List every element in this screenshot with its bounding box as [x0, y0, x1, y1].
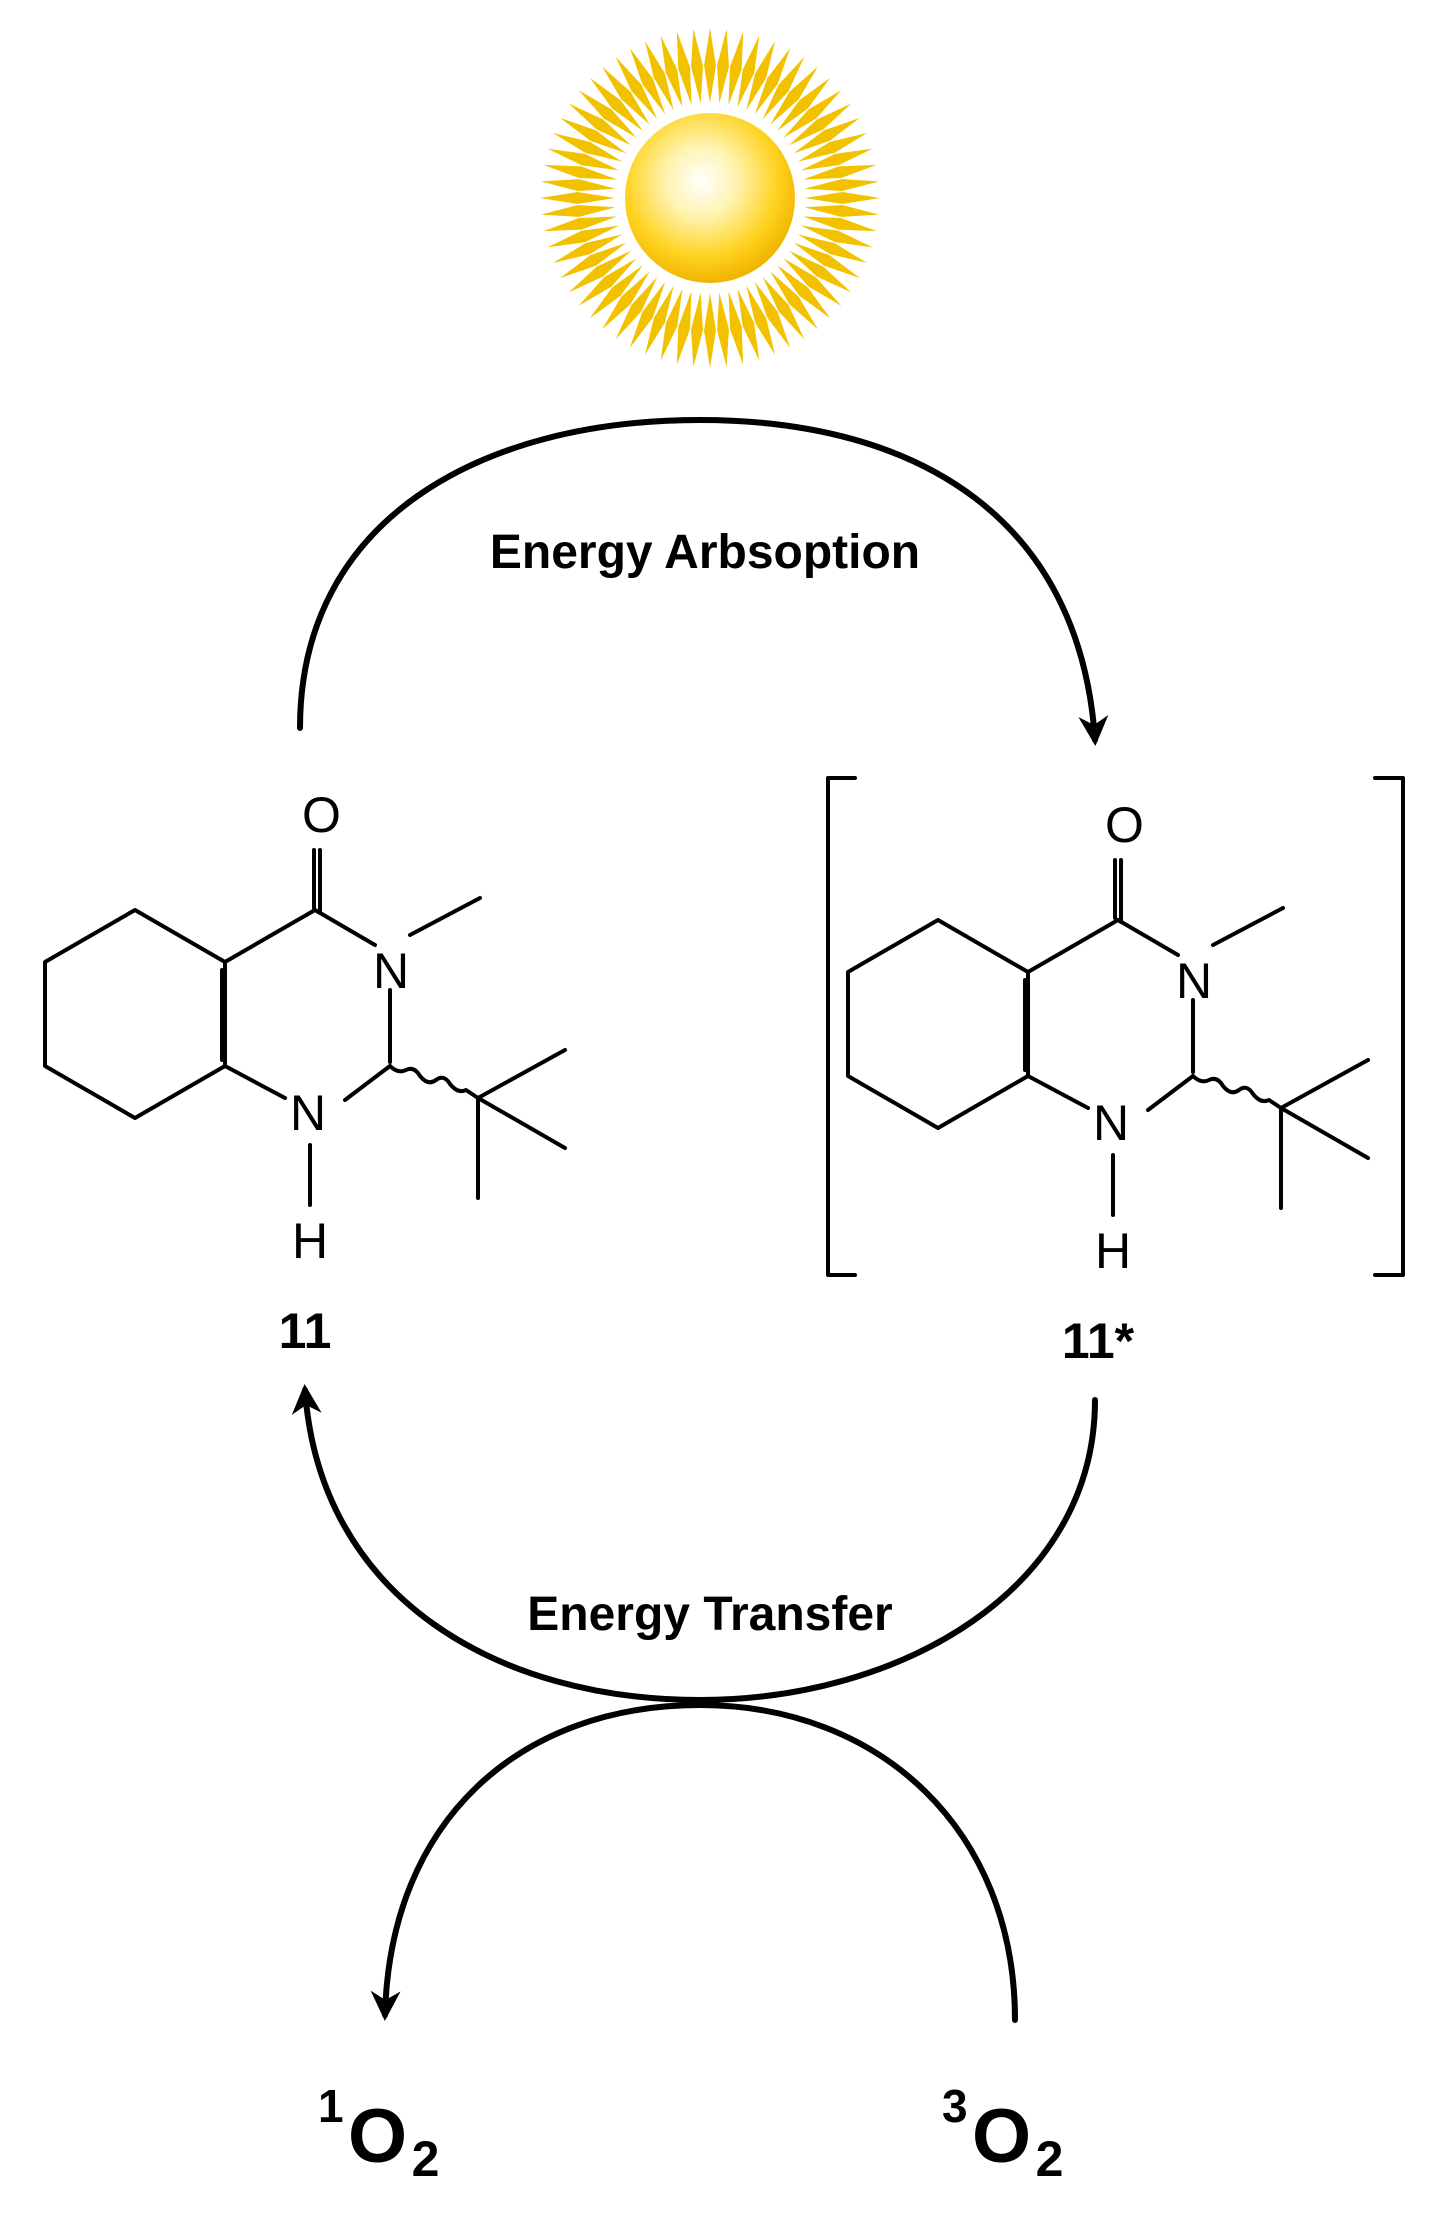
- sun-ray: [797, 234, 868, 264]
- nitrogen-atom: N: [1176, 953, 1212, 1009]
- sun-ray: [788, 103, 852, 146]
- sun-ray: [803, 164, 877, 180]
- sun-ray: [602, 271, 650, 330]
- compound-11-label: 11: [279, 1303, 332, 1359]
- sun-ray: [540, 205, 616, 217]
- energy-absorption-label: Energy Arbsoption: [490, 526, 920, 579]
- sun-ray: [770, 66, 818, 125]
- oxygen-conversion-arrow: [370, 1701, 1018, 2023]
- hydrogen-atom: H: [292, 1213, 328, 1269]
- nitrogen-atom: N: [373, 943, 409, 999]
- sun-ray: [644, 285, 674, 356]
- sun-ray: [804, 205, 880, 217]
- sun-ray: [543, 216, 617, 232]
- sun-ray: [762, 56, 805, 120]
- triplet-oxygen-element: O: [972, 2094, 1031, 2179]
- sun-ray: [547, 148, 620, 171]
- sun-ray: [800, 148, 873, 171]
- sun-ray: [578, 90, 637, 138]
- singlet-oxygen-element: O: [348, 2094, 407, 2179]
- energy-transfer-label: Energy Transfer: [527, 1588, 892, 1641]
- compound-11-excited-label: 11*: [1062, 1313, 1135, 1369]
- sun-ray: [589, 265, 643, 319]
- sun-ray: [788, 250, 852, 293]
- sun-icon: [540, 28, 880, 368]
- sun-ray: [737, 288, 760, 361]
- sun-ray: [746, 40, 776, 111]
- sun-ray: [568, 103, 632, 146]
- compound-11-structure: O N N H: [43, 787, 567, 1269]
- sun-ray: [568, 250, 632, 293]
- sun-ray: [783, 258, 842, 306]
- sun-ray: [800, 225, 873, 248]
- sun-ray: [676, 31, 692, 105]
- sun-ray: [660, 35, 683, 108]
- energy-transfer-arrow: [291, 1384, 1098, 1704]
- sun-ray: [629, 281, 666, 348]
- sun-ray: [797, 132, 868, 162]
- sun-ray: [762, 276, 805, 340]
- sun-ray: [754, 48, 791, 115]
- sun-ray: [629, 48, 666, 115]
- sun-ray: [803, 216, 877, 232]
- sun-ray: [676, 291, 692, 365]
- sun-ray: [777, 77, 831, 131]
- sun-ray: [717, 292, 729, 368]
- oxygen-atom: O: [1105, 797, 1144, 853]
- triplet-oxygen-subscript: 2: [1036, 2131, 1064, 2187]
- sun-ray: [704, 28, 716, 103]
- sun-ray: [691, 292, 703, 368]
- sun-ray: [691, 28, 703, 104]
- sun-ray: [746, 285, 776, 356]
- sun-ray: [777, 265, 831, 319]
- sun-ray: [589, 77, 643, 131]
- sun-ray: [615, 276, 658, 340]
- hydrogen-atom: H: [1095, 1223, 1131, 1279]
- sun-ray: [770, 271, 818, 330]
- sun-ray: [704, 293, 716, 368]
- left-bracket: [826, 776, 857, 1277]
- sun-ray: [805, 192, 880, 204]
- sun-ray: [717, 28, 729, 104]
- sun-ray: [560, 242, 627, 279]
- right-bracket: [1373, 776, 1405, 1277]
- sun-ray: [560, 117, 627, 154]
- sun-ray: [737, 35, 760, 108]
- sun-rays: [540, 28, 880, 368]
- sun-ray: [552, 132, 623, 162]
- singlet-oxygen-superscript: 1: [318, 2080, 344, 2132]
- triplet-oxygen-label: 3 O 2: [942, 2080, 1063, 2187]
- energy-absorption-arrow: [297, 416, 1109, 746]
- sun-ray: [602, 66, 650, 125]
- singlet-oxygen-subscript: 2: [412, 2131, 440, 2187]
- sun-ray: [783, 90, 842, 138]
- sun-ray: [728, 31, 744, 105]
- sun-ray: [804, 179, 880, 191]
- sun-ray: [754, 281, 791, 348]
- sun-ray: [543, 164, 617, 180]
- sun-ray: [552, 234, 623, 264]
- compound-11-excited-structure: O N N H: [826, 776, 1405, 1279]
- sun-ray: [540, 179, 616, 191]
- sun-ray: [660, 288, 683, 361]
- nitrogen-atom: N: [1093, 1095, 1129, 1151]
- sun-ray: [793, 242, 860, 279]
- triplet-oxygen-superscript: 3: [942, 2080, 968, 2132]
- sun-ray: [578, 258, 637, 306]
- sun-core: [625, 113, 795, 283]
- sun-ray: [793, 117, 860, 154]
- nitrogen-atom: N: [290, 1085, 326, 1141]
- sun-ray: [728, 291, 744, 365]
- singlet-oxygen-label: 1 O 2: [318, 2080, 439, 2187]
- sun-ray: [615, 56, 658, 120]
- sun-ray: [644, 40, 674, 111]
- sun-ray: [547, 225, 620, 248]
- oxygen-atom: O: [302, 787, 341, 843]
- sun-ray: [540, 192, 615, 204]
